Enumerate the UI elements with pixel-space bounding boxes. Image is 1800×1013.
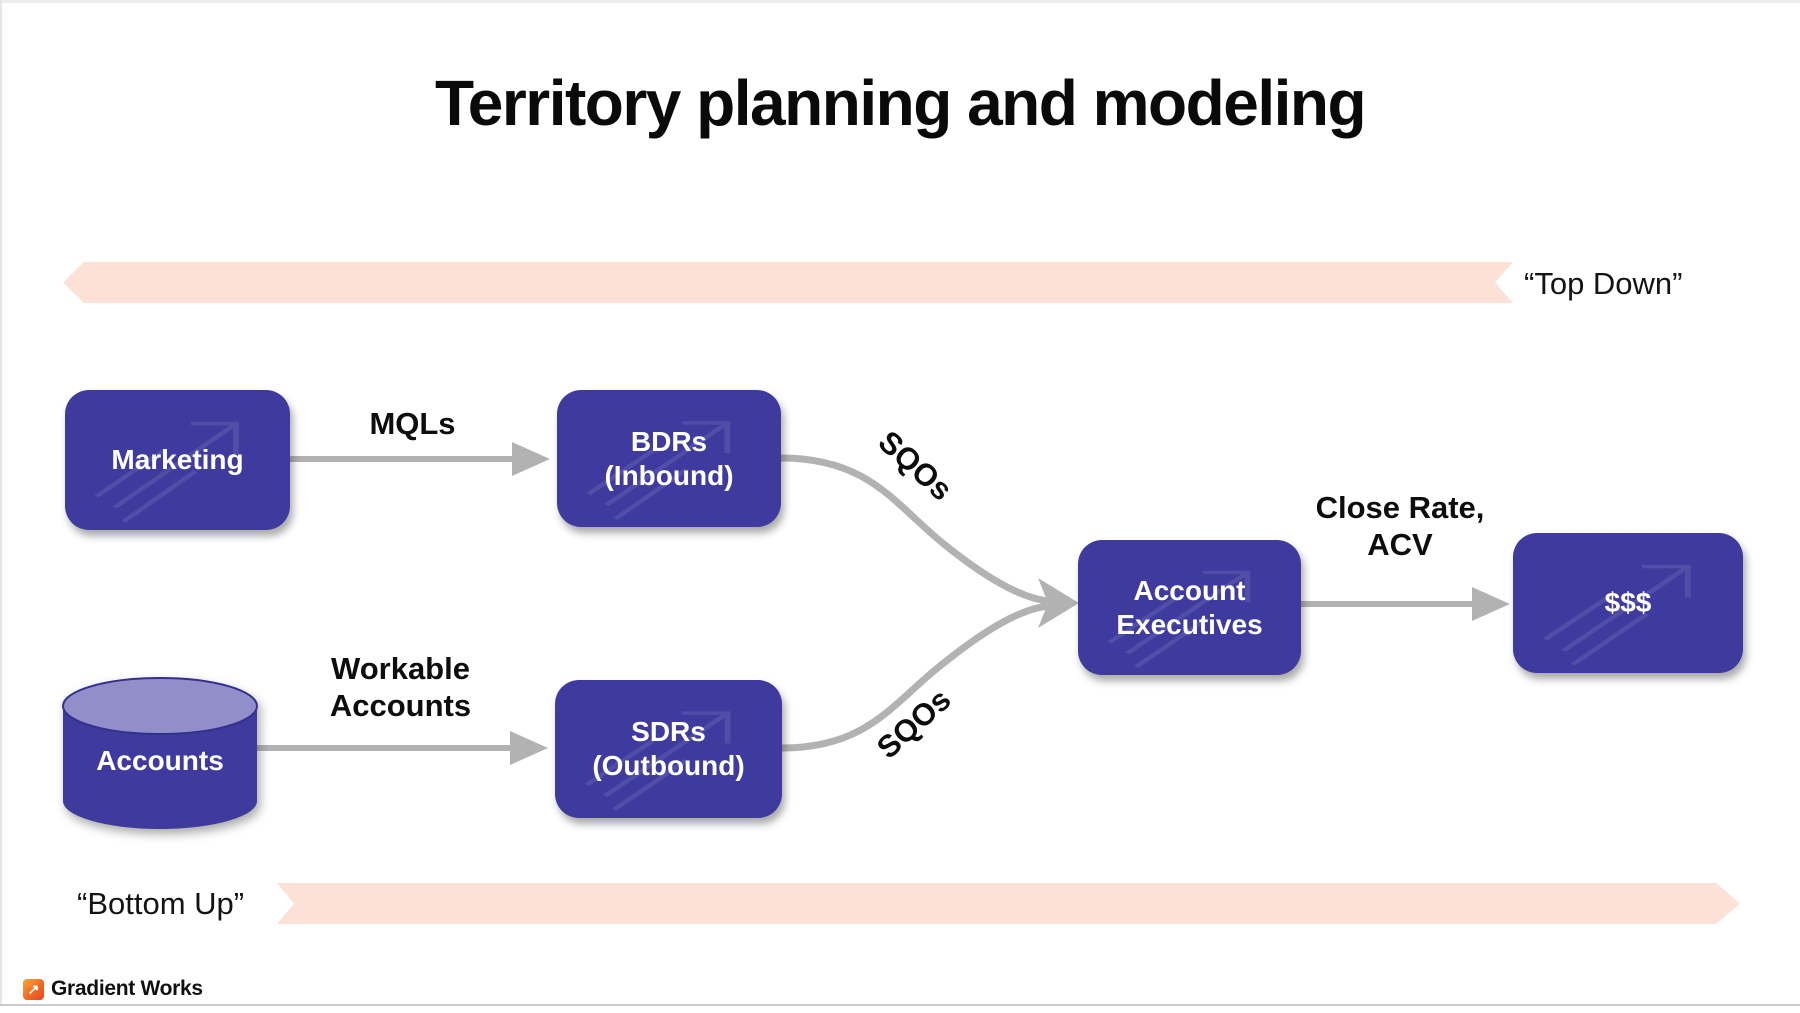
node-marketing: Marketing [65,390,290,530]
trend-arrow-icon [94,421,239,523]
node-bdrs-inbound: BDRs (Inbound) [557,390,781,527]
node-sublabel: (Inbound) [604,459,734,491]
trend-arrow-icon [1107,570,1251,669]
brand-footer: ↗ Gradient Works [23,977,203,1001]
top-down-ribbon-arrow [63,262,1513,303]
gradient-works-logo-icon: ↗ [23,978,44,1000]
top-down-label: “Top Down” [1524,266,1683,301]
node-sdrs-outbound: SDRs (Outbound) [555,680,782,818]
node-label: Marketing [111,444,244,475]
trend-arrow-icon [1542,564,1691,666]
trend-arrow-icon [584,711,731,811]
screen-edge-top [0,0,1800,3]
page-title: Territory planning and modeling [434,67,1367,139]
edge-label-workable-accounts: Workable Accounts [329,651,472,723]
node-label: SDRs [631,716,706,747]
brand-name: Gradient Works [51,977,203,1000]
node-label: Accounts [96,745,224,776]
database-cylinder-icon [62,677,258,829]
node-label: Account [1133,574,1246,606]
edge-label-close-rate-acv: Close Rate, ACV [1315,490,1485,562]
node-revenue: $$$ [1513,533,1743,673]
bottom-up-ribbon-arrow [277,883,1740,924]
screen-edge-bottom [0,1004,1800,1006]
node-accounts-database [55,670,265,840]
node-sublabel: (Outbound) [592,750,745,781]
bottom-up-label: “Bottom Up” [77,886,245,921]
node-label: $$$ [1604,587,1652,618]
edge-label-mqls: MQLs [369,406,456,441]
node-label: BDRs [630,425,708,457]
screen-edge-left [0,0,2,1005]
node-account-executives: Account Executives [1078,540,1301,675]
node-sublabel: Executives [1116,608,1263,640]
trend-arrow-icon [586,421,731,520]
